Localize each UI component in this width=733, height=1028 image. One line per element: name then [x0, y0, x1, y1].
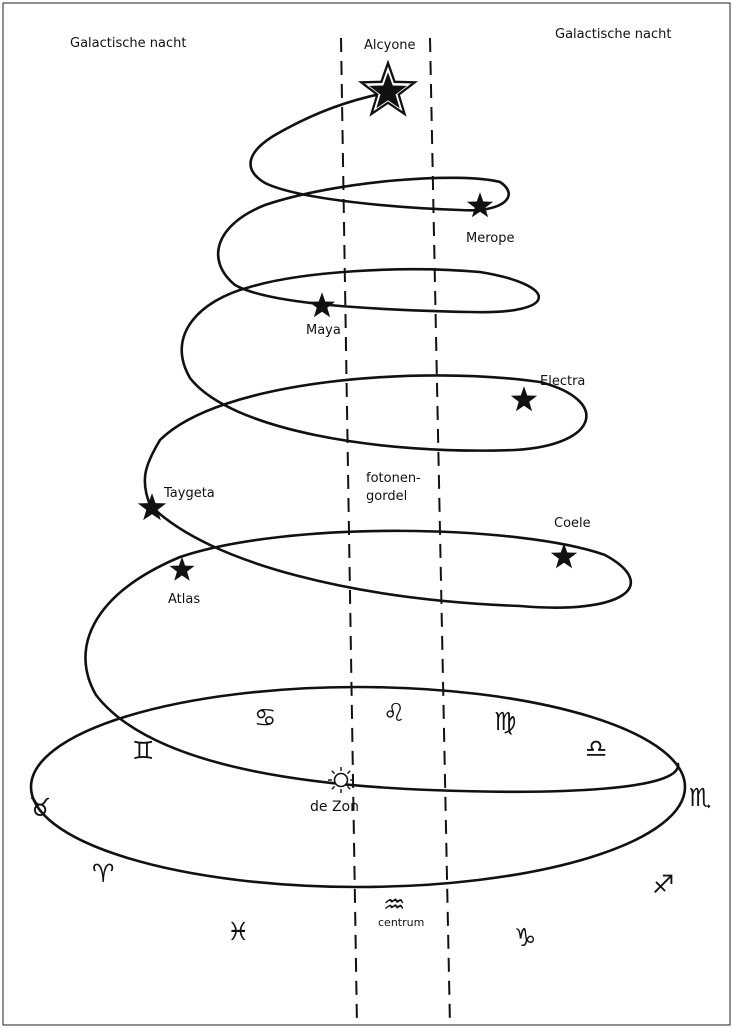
- label-coele: Coele: [554, 516, 591, 531]
- label-taygeta: Taygeta: [163, 486, 215, 501]
- label-merope: Merope: [466, 231, 514, 246]
- zodiac-libra-icon: ♎: [585, 734, 607, 763]
- star-electra: [510, 386, 538, 412]
- zodiac-leo-icon: ♌: [383, 698, 405, 727]
- label-photon-belt-line2: gordel: [366, 489, 407, 504]
- zodiac-taurus-icon: ♉: [29, 793, 51, 822]
- zodiac-ring: [29, 685, 687, 889]
- zodiac-capricorn-icon: ♑: [514, 923, 536, 952]
- label-electra: Electra: [540, 374, 585, 389]
- label-alcyone: Alcyone: [364, 38, 416, 53]
- zodiac-aries-icon: ♈: [92, 859, 114, 888]
- spiral-orbit: [84, 91, 680, 794]
- label-center: centrum: [378, 916, 424, 929]
- sun-icon: [328, 767, 354, 793]
- zodiac-cancer-icon: ♋: [254, 703, 276, 732]
- zodiac-aquarius-icon: ♒: [383, 890, 405, 919]
- zodiac-gemini-icon: ♊: [132, 736, 154, 765]
- label-galactic-night-right: Galactische nacht: [555, 27, 671, 42]
- zodiac-sagittarius-icon: ♐: [652, 870, 674, 899]
- zodiac-scorpio-icon: ♏: [689, 783, 711, 812]
- zodiac-pisces-icon: ♓: [227, 917, 249, 946]
- label-photon-belt-line1: fotonen-: [366, 471, 421, 486]
- label-galactic-night-left: Galactische nacht: [70, 36, 186, 51]
- star-alcyone: [357, 59, 419, 117]
- label-atlas: Atlas: [168, 592, 200, 607]
- star-maya: [308, 292, 336, 318]
- label-maya: Maya: [306, 323, 341, 338]
- zodiac-virgo-icon: ♍: [494, 707, 516, 736]
- star-merope: [466, 192, 494, 218]
- label-sun: de Zon: [310, 799, 359, 815]
